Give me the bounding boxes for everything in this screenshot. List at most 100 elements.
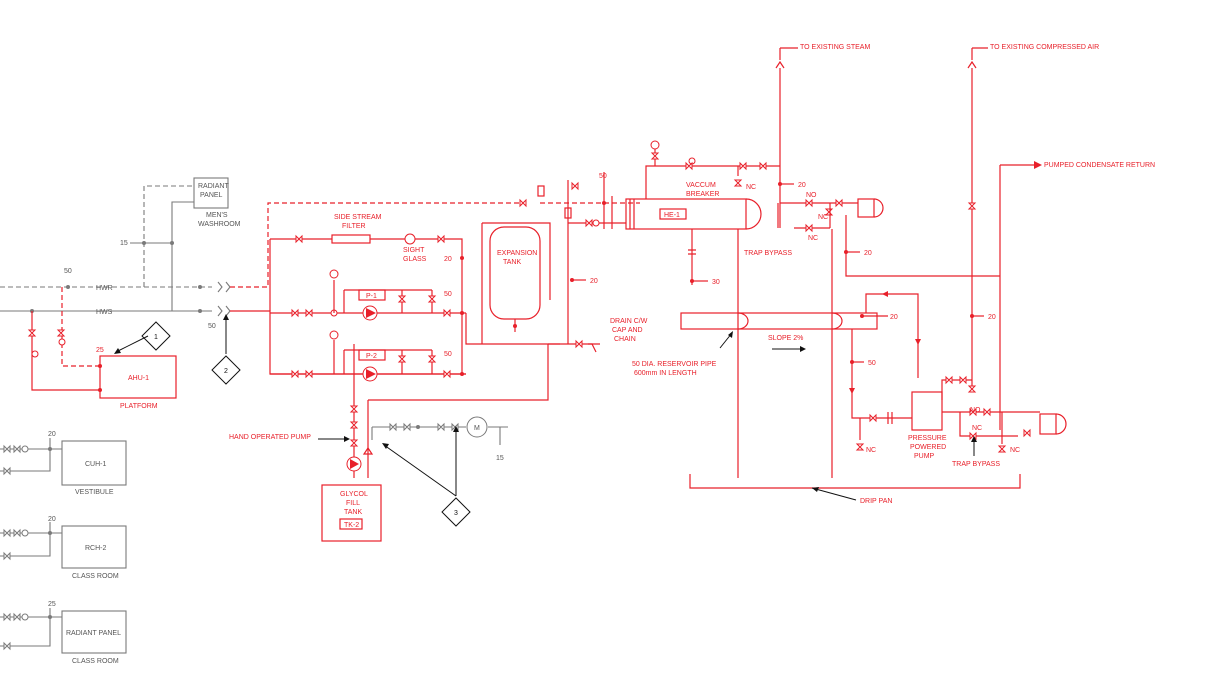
rch-2-label: RCH-2 [85,545,106,552]
pipe-size-20b-label: 20 [48,516,56,523]
callout-2-label: 2 [224,368,228,375]
heating-piping: 25 AHU-1 PLATFORM SIDE STREAM FILTER SIG… [27,44,1155,542]
upper-trap [857,198,875,218]
radiant-panel-bottom-box [61,610,127,654]
motor-icon [466,416,488,438]
vacuum-breaker-label-2: BREAKER [686,191,719,198]
trap-bypass-lower-label: TRAP BYPASS [952,461,1000,468]
trap-bypass-upper-label: TRAP BYPASS [744,250,792,257]
to-existing-compressed-air-label: TO EXISTING COMPRESSED AIR [990,44,1099,51]
glycol-label-1: GLYCOL [340,491,368,498]
mens-washroom-label-1: MEN'S [206,212,228,219]
pipe-size-20c-label: 20 [798,182,806,189]
class-room-1-label: CLASS ROOM [72,573,119,580]
existing-piping: HWR HWS 15 RADIANT PANEL MEN'S WASHROOM … [0,177,508,665]
pipe-size-50e-label: 50 [599,173,607,180]
pressure-powered-pump-box [911,391,943,431]
pipe-size-20-label: 20 [48,431,56,438]
motor-label: M [474,425,480,432]
nc-label-1: NC [746,184,756,191]
vestibule-label: VESTIBULE [75,489,114,496]
pipe-size-25-label: 25 [48,601,56,608]
cuh-1-label: CUH-1 [85,461,106,468]
cuh-1-group: 20 CUH-1 VESTIBULE [0,431,127,496]
reservoir-pipe [680,312,878,330]
reservoir-label-1: 50 DIA. RESERVOIR PIPE [632,361,717,368]
rch-2-group: 20 RCH-2 CLASS ROOM [0,516,127,580]
radiant-panel-bottom-group: 25 RADIANT PANEL CLASS ROOM [0,601,127,665]
no-label-2: NO [970,407,981,414]
sight-glass-label-1: SIGHT [403,247,425,254]
pipe-size-50-label: 50 [64,268,72,275]
reservoir-label-2: 600mm IN LENGTH [634,370,697,377]
nc-label-6: NC [1010,447,1020,454]
he-1-body [625,198,747,230]
drip-pan-label: DRIP PAN [860,498,892,505]
hws-label: HWS [96,309,113,316]
glycol-label-2: FILL [346,500,360,507]
glycol-label-3: TANK [344,509,362,516]
p-2-label: P-2 [366,353,377,360]
slope-label: SLOPE 2% [768,335,803,342]
pressure-gauge-icon [329,269,339,279]
vacuum-breaker-label-1: VACCUM [686,182,716,189]
ppp-label-2: POWERED [910,444,946,451]
drain-label-2: CAP AND [612,327,643,334]
side-stream-filter [331,234,371,244]
expansion-tank-label-1: EXPANSION [497,250,537,257]
cuh-1-box [61,440,127,486]
side-stream-filter-label-2: FILTER [342,223,366,230]
callout-diamond-icon [211,355,241,385]
tk-2-box [339,518,363,530]
pipe-size-20a-label: 20 [444,256,452,263]
pipe-size-20f-label: 20 [890,314,898,321]
pipe-size-50c-label: 50 [444,291,452,298]
radiant-panel-top-box [193,177,229,209]
nc-label-4: NC [866,447,876,454]
radiant-panel-label-1: RADIANT [198,183,229,190]
lower-trap [1039,413,1057,435]
sight-glass-icon [404,233,416,245]
nc-label-3: NC [808,235,818,242]
ppp-label-3: PUMP [914,453,935,460]
pipe-size-25a-label: 25 [96,347,104,354]
pipe-size-50f-label: 50 [868,360,876,367]
nc-label-5: NC [972,425,982,432]
pipe-size-15-label: 15 [120,240,128,247]
callouts: 1 2 3 [114,314,471,527]
pipe-size-20d-label: 20 [864,250,872,257]
ahu-1-box [99,355,177,399]
class-room-2-label: CLASS ROOM [72,658,119,665]
to-existing-steam-label: TO EXISTING STEAM [800,44,870,51]
hand-operated-pump-label: HAND OPERATED PUMP [229,434,311,441]
drain-label-3: CHAIN [614,336,636,343]
radiant-panel-bottom-label: RADIANT PANEL [66,630,121,637]
ppp-label-1: PRESSURE [908,435,947,442]
radiant-panel-label-2: PANEL [200,192,223,199]
platform-label: PLATFORM [120,403,158,410]
callout-diamond-icon [441,497,471,527]
tk-2-label: TK-2 [344,522,359,529]
hwr-label: HWR [96,285,113,292]
pipe-size-30-label: 30 [712,279,720,286]
sight-glass-label-2: GLASS [403,256,427,263]
pipe-size-20b-label: 20 [590,278,598,285]
ahu-1-label: AHU-1 [128,375,149,382]
callout-3-label: 3 [454,510,458,517]
side-stream-filter-label-1: SIDE STREAM [334,214,382,221]
expansion-tank-label-2: TANK [503,259,521,266]
rch-2-box [61,525,127,569]
no-label-1: NO [806,192,817,199]
pipe-size-50d-label: 50 [444,351,452,358]
pipe-size-20e-label: 20 [988,314,996,321]
drain-label-1: DRAIN C/W [610,318,648,325]
glycol-fill-tank [321,484,382,542]
callout-diamond-icon [141,321,171,351]
he-1-box [659,208,687,220]
callout-1-label: 1 [154,334,158,341]
pumped-condensate-return-label: PUMPED CONDENSATE RETURN [1044,162,1155,169]
expansion-tank [489,226,541,320]
pipe-size-15b-label: 15 [496,455,504,462]
p-1-label: P-1 [366,293,377,300]
